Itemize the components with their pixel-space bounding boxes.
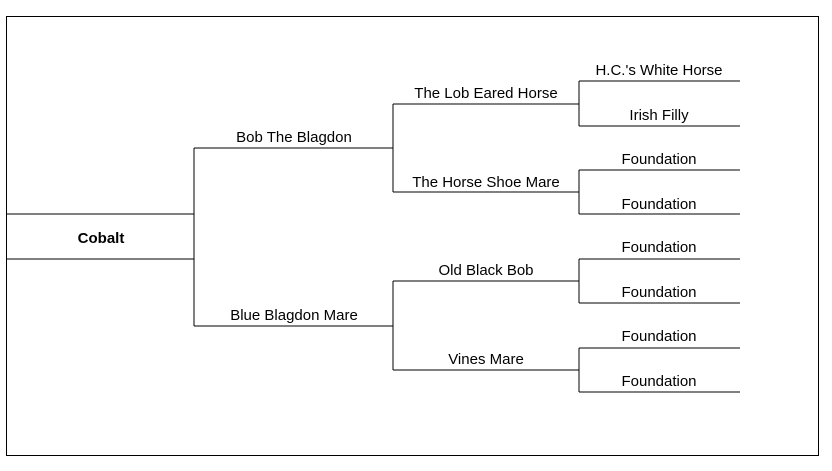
dam-node: Blue Blagdon Mare — [194, 307, 393, 327]
dam-dam-node: Vines Mare — [393, 351, 579, 371]
gen4-name: Irish Filly — [629, 107, 689, 124]
gen4-name: Foundation — [621, 328, 696, 345]
gen4-name: Foundation — [621, 151, 696, 168]
dam-sire-name: Old Black Bob — [438, 262, 533, 279]
gen4-node: H.C.'s White Horse — [579, 62, 740, 82]
gen4-name: Foundation — [621, 284, 696, 301]
subject-name: Cobalt — [78, 230, 125, 247]
dam-sire-node: Old Black Bob — [393, 262, 579, 282]
gen4-node: Irish Filly — [579, 107, 740, 127]
sire-sire-name: The Lob Eared Horse — [414, 85, 557, 102]
sire-dam-name: The Horse Shoe Mare — [412, 174, 560, 191]
gen4-node: Foundation — [579, 328, 740, 349]
gen4-node: Foundation — [579, 239, 740, 260]
gen4-node: Foundation — [579, 373, 740, 393]
sire-dam-node: The Horse Shoe Mare — [393, 174, 579, 193]
gen4-node: Foundation — [579, 284, 740, 304]
gen4-name: Foundation — [621, 196, 696, 213]
gen4-name: H.C.'s White Horse — [595, 62, 722, 79]
gen4-name: Foundation — [621, 239, 696, 256]
dam-name: Blue Blagdon Mare — [230, 307, 358, 324]
sire-name: Bob The Blagdon — [236, 129, 352, 146]
sire-sire-node: The Lob Eared Horse — [393, 85, 579, 105]
sire-node: Bob The Blagdon — [194, 129, 393, 149]
pedigree-chart-frame — [6, 16, 819, 456]
gen4-name: Foundation — [621, 373, 696, 390]
subject-node: Cobalt — [6, 213, 194, 260]
gen4-node: Foundation — [579, 151, 740, 171]
gen4-node: Foundation — [579, 196, 740, 215]
dam-dam-name: Vines Mare — [448, 351, 524, 368]
